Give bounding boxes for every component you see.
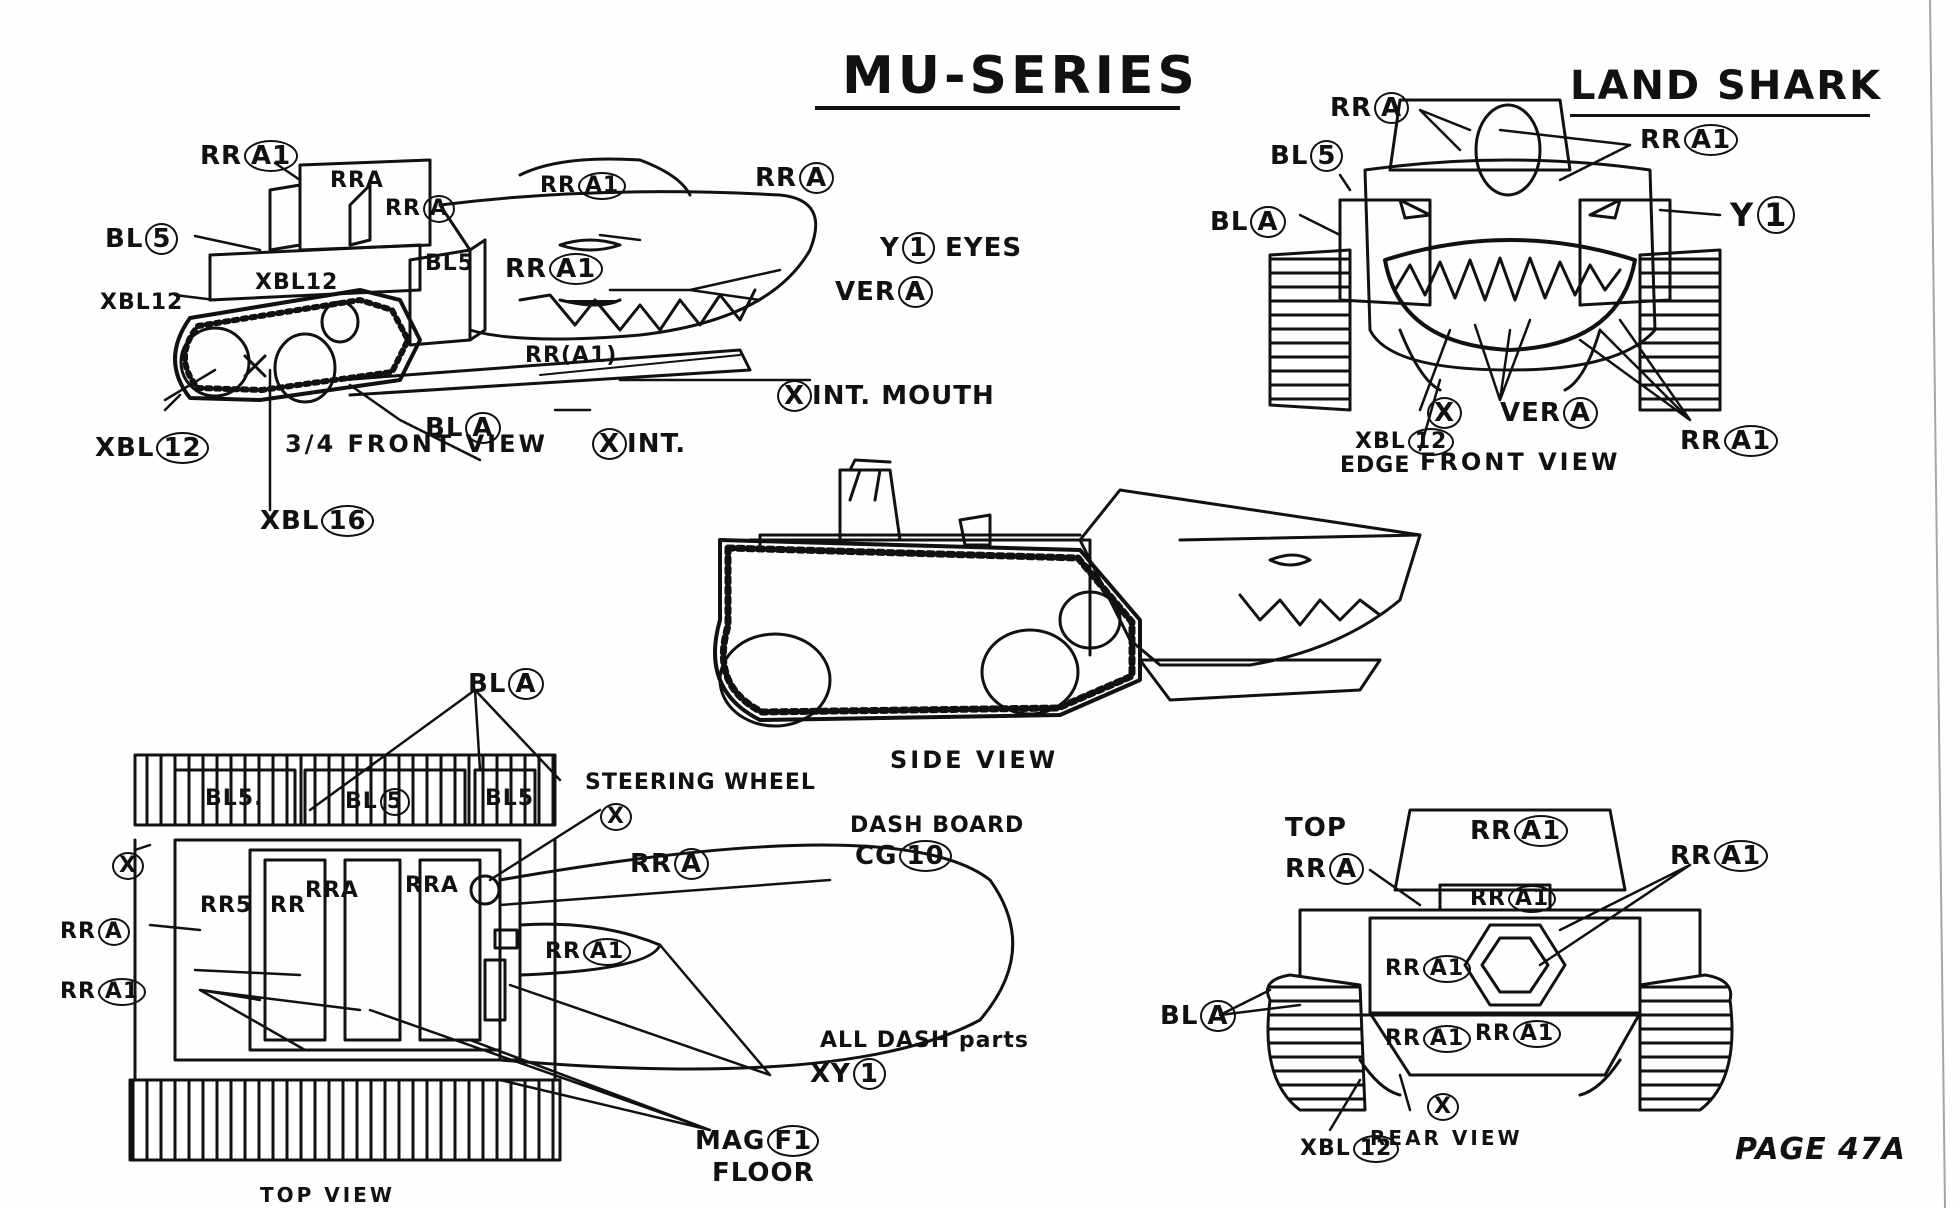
label-dashboard: DASH BOARD (850, 813, 1025, 838)
leader-lines (133, 108, 1722, 1132)
label-three-quarter-front-view: 3/4 FRONT VIEW (285, 430, 548, 458)
label-xbl12-inner: XBL12 (100, 290, 184, 315)
label-steering-wheel: STEERING WHEEL (585, 770, 816, 795)
subtitle: LAND SHARK (1570, 63, 1883, 109)
top-view-drawing (128, 753, 1015, 1162)
label-xbl12-top: XBL12 (255, 270, 339, 295)
label-front-edge: EDGE (1340, 453, 1411, 478)
label-top-x-left: X (110, 852, 144, 880)
label-rear-x: X (1425, 1093, 1459, 1121)
label-steering-x: X (598, 803, 632, 831)
label-all-dash-parts: ALL DASH parts (820, 1028, 1029, 1053)
label-front-view: FRONT VIEW (1420, 448, 1621, 476)
label-rear-top: TOP (1285, 813, 1347, 843)
label-side-view: SIDE VIEW (890, 746, 1059, 774)
front-view-drawing (1268, 98, 1722, 412)
label-rear-view: REAR VIEW (1370, 1126, 1523, 1150)
label-top-view: TOP VIEW (260, 1183, 395, 1207)
label-front-x: X (1425, 397, 1463, 429)
label-top-seat-2: RR (270, 893, 306, 918)
label-top-seat-1: RR5 (200, 893, 253, 918)
label-rra1-lower: RR(A1) (525, 343, 618, 368)
rear-view-drawing (1266, 808, 1734, 1112)
label-top-bl5-left: BL5. (205, 786, 264, 811)
label-top-bl5-right: BL5 (485, 786, 535, 811)
side-view-drawing (713, 458, 1422, 728)
label-top-seat-4: RRA (405, 873, 459, 898)
label-floor: FLOOR (712, 1158, 815, 1188)
page-title: MU-SERIES (842, 46, 1199, 106)
title-underline (815, 106, 1180, 110)
page-number: PAGE 47A (1735, 1132, 1906, 1167)
label-rra-left: RRA (330, 168, 384, 193)
label-bl5-inner: BL5 (425, 251, 475, 276)
subtitle-underline (1570, 114, 1870, 117)
label-top-seat-3: RRA (305, 878, 359, 903)
